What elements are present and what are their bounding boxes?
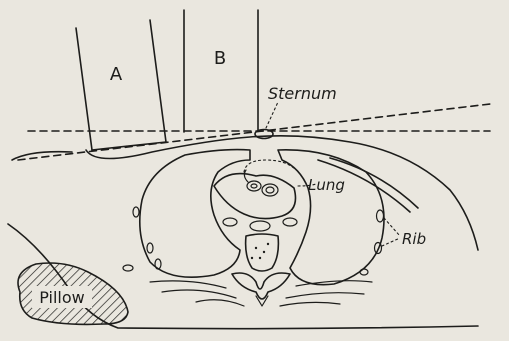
right-bronchus — [283, 218, 297, 226]
heart-vessel — [244, 170, 248, 182]
block-b-label: B — [214, 48, 226, 69]
rib-label: Rib — [402, 230, 426, 248]
rib-arc-right — [280, 302, 340, 306]
left-lung-outline — [140, 150, 250, 278]
rib-section-left — [147, 243, 153, 253]
rib-section-left — [133, 207, 139, 217]
heart-outline — [214, 174, 296, 219]
vertebral-arch — [232, 273, 290, 299]
vertebra-dot — [259, 257, 261, 259]
tilted-dashed-line — [18, 104, 490, 160]
block-a-label: A — [110, 64, 123, 85]
right-lung-outline — [278, 150, 384, 285]
heart-dotted-outline — [244, 160, 296, 172]
sternum-label: Sternum — [268, 84, 337, 103]
spine — [232, 234, 290, 306]
rib-arc-left — [162, 290, 236, 298]
left-bronchus — [223, 218, 237, 226]
spinous-process — [256, 296, 268, 306]
rib-arc-right — [286, 293, 364, 298]
vertebra-dot — [255, 247, 257, 249]
vertebra-dot — [267, 243, 269, 245]
rib-arc-left — [196, 300, 244, 306]
block-a-right-edge — [150, 20, 166, 142]
vertebra-dot — [263, 251, 265, 253]
lung-label: Lung — [308, 176, 345, 194]
heart-vessel-ring-1 — [247, 181, 261, 191]
ribs: Rib — [123, 158, 426, 306]
heart-vessel-ring-2-inner — [266, 187, 274, 193]
rib-arc-left — [150, 281, 226, 288]
heart-vessel-ring-1-inner — [251, 184, 257, 188]
rib-section-right — [377, 210, 384, 222]
rib-section-right — [360, 269, 368, 275]
vertebra-dot — [251, 257, 253, 259]
thoracic-cavity: Lung — [140, 150, 384, 285]
rib-section-left — [123, 265, 133, 271]
mediastinal-vessel — [250, 221, 270, 231]
vertebral-body — [246, 234, 279, 271]
heart-vessel-ring-2 — [262, 184, 278, 196]
sternum-leader-line — [266, 102, 278, 128]
block-b: B — [184, 10, 258, 132]
arm-outline — [12, 152, 72, 160]
pillow-label: Pillow — [39, 288, 85, 307]
pillow: Pillow — [18, 263, 128, 324]
rib-section-left — [155, 259, 161, 269]
